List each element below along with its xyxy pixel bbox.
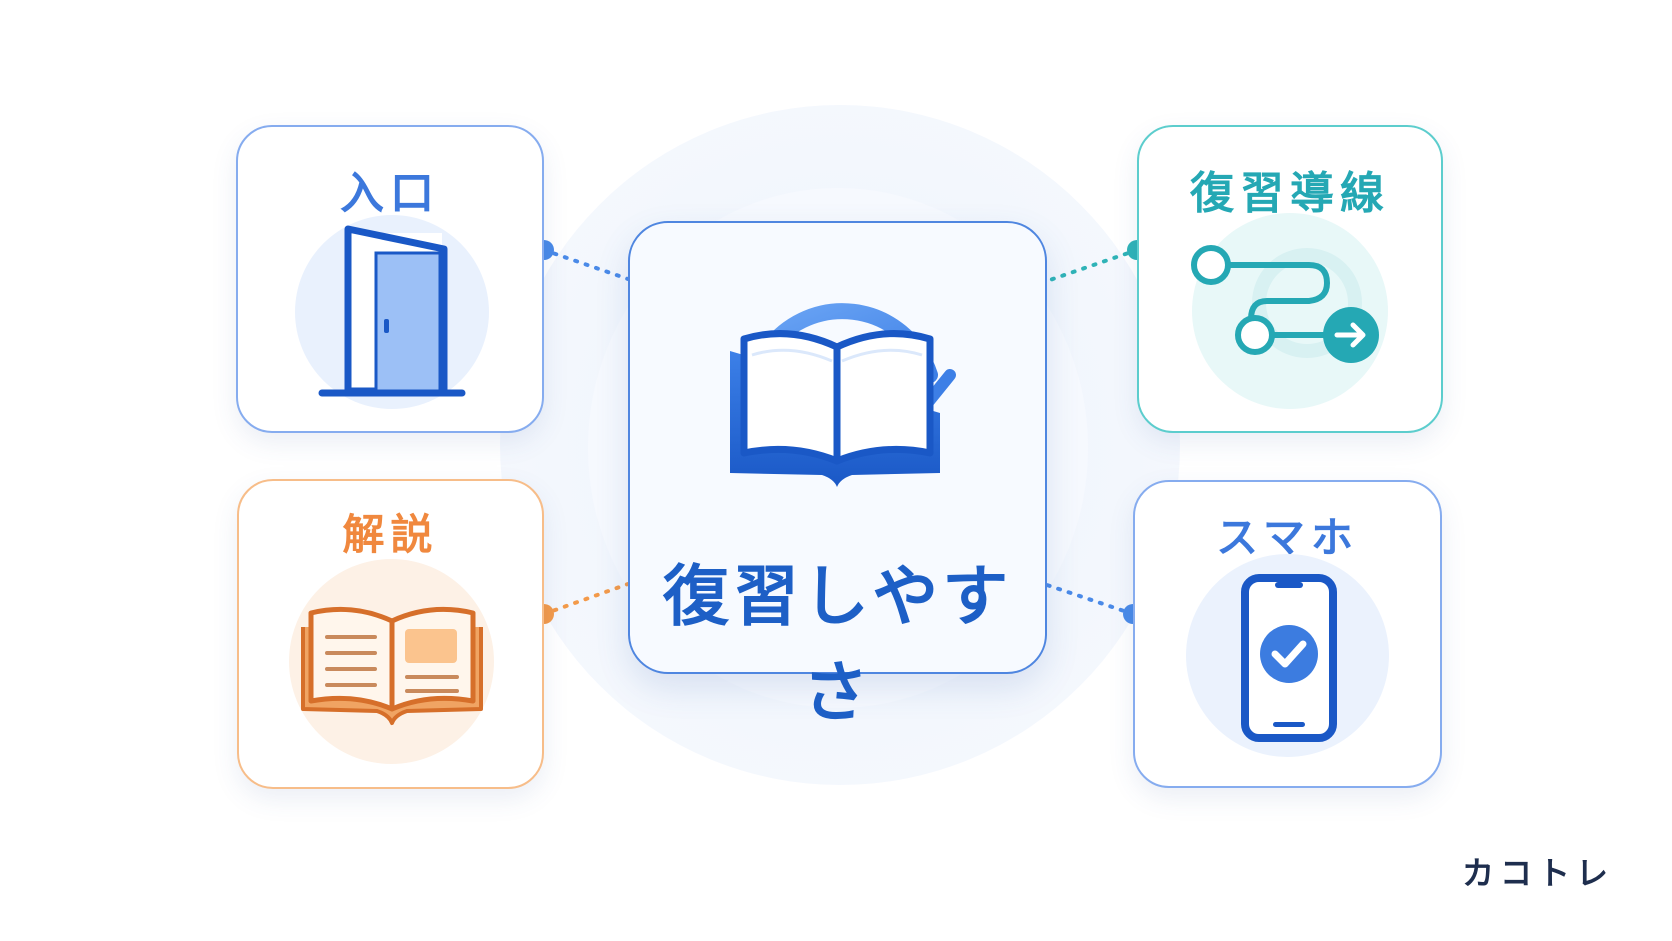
smartphone-check-icon [1241, 574, 1337, 742]
book-review-icon [730, 303, 956, 487]
node-entrance-label: 入口 [340, 168, 440, 219]
open-book-icon [301, 606, 483, 725]
node-smartphone: スマホ [1133, 480, 1442, 788]
connector-smartphone [1045, 583, 1135, 616]
brand-logo-text: カコトレ [1461, 854, 1614, 892]
connector-entrance [542, 248, 630, 281]
door-icon [318, 225, 466, 397]
connector-route [1045, 248, 1139, 283]
node-explanation: 解説 [237, 479, 544, 789]
connector-explanation [542, 582, 630, 616]
center-title: 復習しやすさ [662, 558, 1013, 731]
node-entrance: 入口 [236, 125, 544, 433]
route-path-icon [1191, 245, 1379, 363]
node-explanation-label: 解説 [342, 510, 439, 559]
node-route-label: 復習導線 [1190, 168, 1390, 219]
node-smartphone-label: スマホ [1216, 513, 1359, 562]
center-node: 復習しやすさ [628, 221, 1047, 731]
node-route: 復習導線 [1137, 125, 1443, 433]
